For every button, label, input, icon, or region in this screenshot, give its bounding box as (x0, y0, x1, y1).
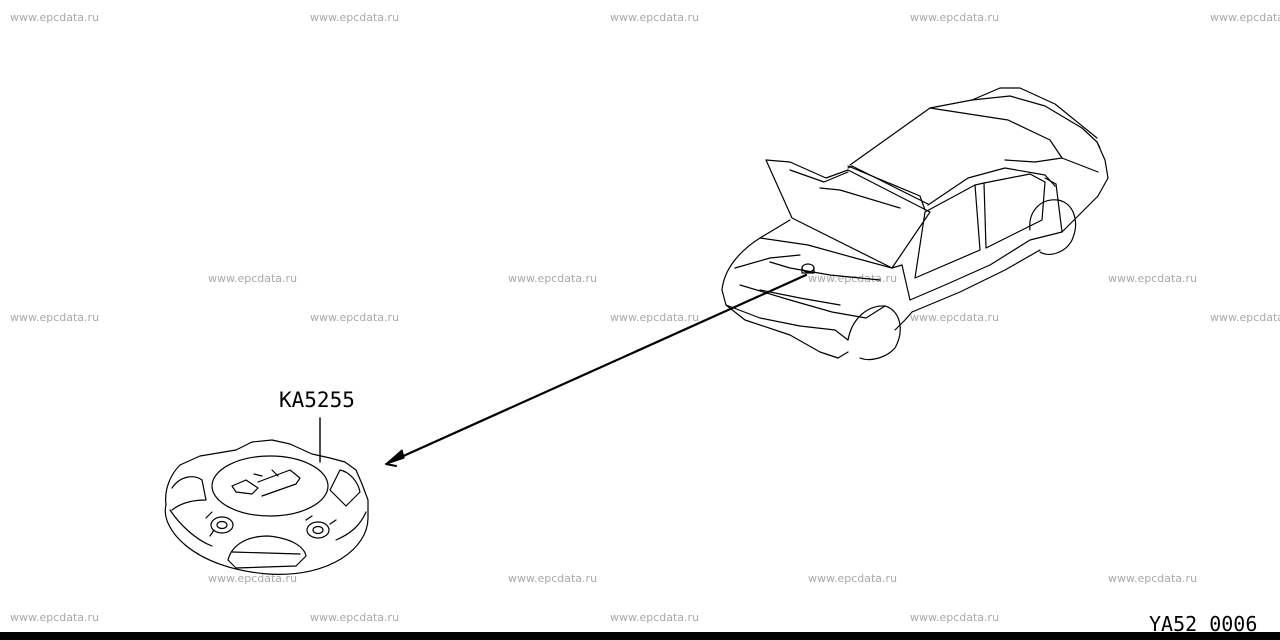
watermark: www.epcdata.ru (1210, 11, 1280, 24)
watermark: www.epcdata.ru (610, 11, 700, 24)
watermark: www.epcdata.ru (208, 572, 298, 585)
watermark: www.epcdata.ru (508, 272, 598, 285)
watermark: www.epcdata.ru (610, 611, 700, 624)
watermark: www.epcdata.ru (1108, 572, 1198, 585)
watermark: www.epcdata.ru (910, 311, 1000, 324)
watermark: www.epcdata.ru (10, 311, 100, 324)
part-number-label[interactable]: KA5255 (279, 388, 355, 412)
watermark: www.epcdata.ru (208, 272, 298, 285)
watermark: www.epcdata.ru (1108, 272, 1198, 285)
watermark: www.epcdata.ru (10, 11, 100, 24)
watermark: www.epcdata.ru (508, 572, 598, 585)
watermark: www.epcdata.ru (808, 572, 898, 585)
watermark: www.epcdata.ru (310, 311, 400, 324)
watermark: www.epcdata.ru (1210, 311, 1280, 324)
car-illustration (721, 87, 1109, 361)
oil-filler-cap-illustration (164, 417, 369, 575)
location-arrow (385, 273, 808, 467)
watermark: www.epcdata.ru (910, 611, 1000, 624)
watermark: www.epcdata.ru (910, 11, 1000, 24)
watermark: www.epcdata.ru (310, 11, 400, 24)
bottom-border (0, 632, 1280, 640)
watermark: www.epcdata.ru (310, 611, 400, 624)
watermark: www.epcdata.ru (610, 311, 700, 324)
watermark: www.epcdata.ru (10, 611, 100, 624)
